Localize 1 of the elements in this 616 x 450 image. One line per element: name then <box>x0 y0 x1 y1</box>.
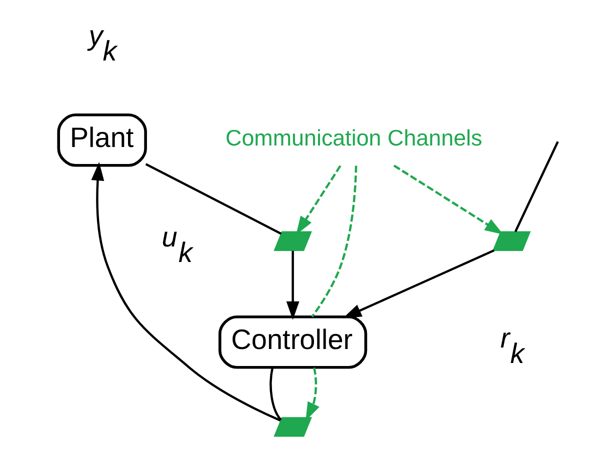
node-text: Communication Channels <box>225 125 482 150</box>
